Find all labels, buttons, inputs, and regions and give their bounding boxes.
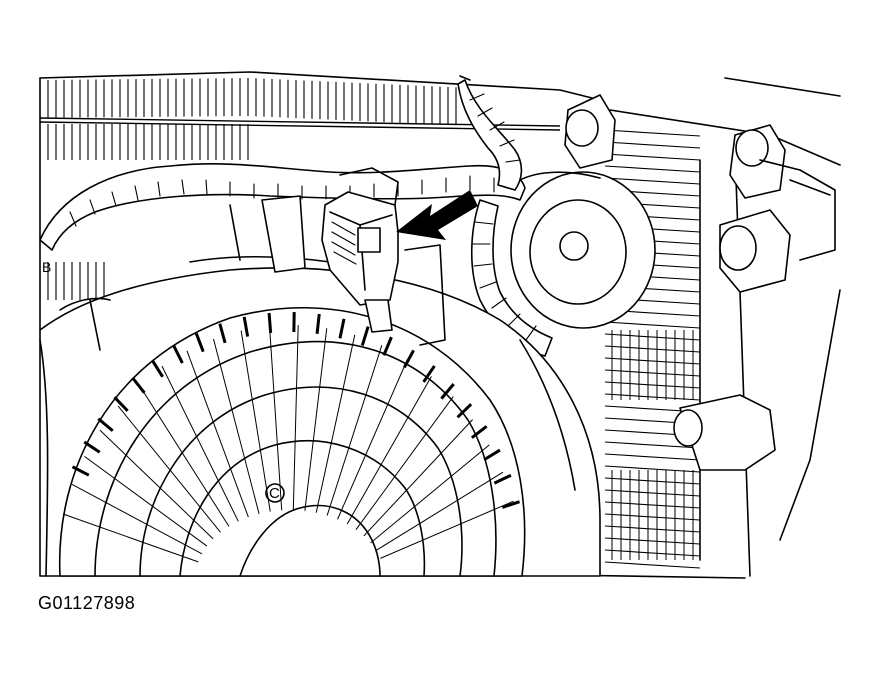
figure-code: G01127898: [38, 593, 136, 613]
connector-icon: [321, 167, 399, 333]
radiator-fins-upper: [39, 78, 561, 300]
fan-left-edge: [39, 297, 111, 577]
fan-guard-spokes: [62, 325, 514, 563]
fan-guard-slots: [71, 312, 520, 509]
fan-motor-pulley: [510, 171, 656, 329]
arrow-left-icon: [396, 190, 478, 240]
callout-c-ring: [265, 483, 285, 503]
mounting-bolts: [564, 94, 836, 471]
callout-c: C: [269, 485, 280, 502]
bracket-details: [229, 195, 446, 346]
fan-guard: [58, 307, 526, 577]
callout-b: B: [42, 259, 51, 275]
